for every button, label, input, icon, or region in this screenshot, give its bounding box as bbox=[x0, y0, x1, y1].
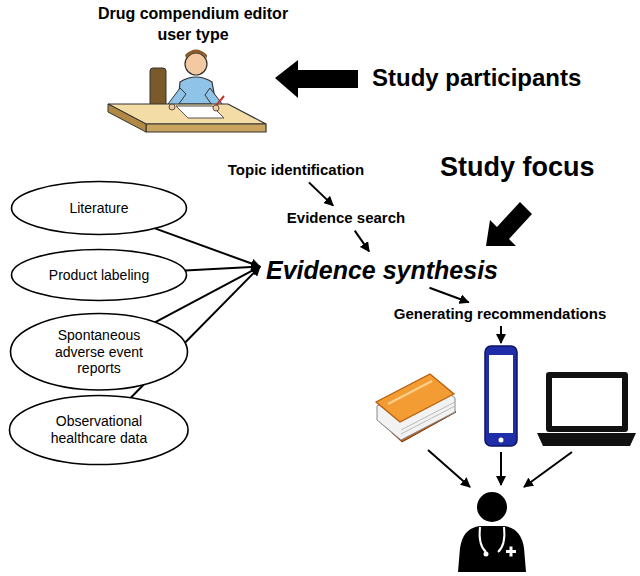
node-text: Spontaneous adverse event reports bbox=[44, 327, 154, 377]
pointer-arrow bbox=[275, 60, 358, 98]
focus-step-text: Evidence synthesis bbox=[262, 253, 502, 287]
flow-arrow bbox=[309, 182, 333, 205]
node-text: Evidence synthesis bbox=[266, 255, 498, 285]
doctor-icon bbox=[458, 492, 526, 572]
callout-label: Study focus bbox=[440, 150, 630, 185]
node-text: Topic identification bbox=[228, 161, 364, 179]
node-text: Product labeling bbox=[49, 267, 149, 284]
editor-icon bbox=[108, 50, 266, 133]
node-text: Generating recommendations bbox=[394, 305, 607, 323]
node-text: Evidence search bbox=[287, 209, 405, 227]
flow-arrow bbox=[429, 288, 468, 303]
node-text: Literature bbox=[69, 200, 128, 217]
source-oval: Literature bbox=[10, 180, 188, 236]
source-oval: Spontaneous adverse event reports bbox=[9, 312, 189, 392]
node-text: Observational healthcare data bbox=[40, 413, 158, 447]
source-oval: Product labeling bbox=[10, 248, 188, 302]
flow-arrow bbox=[185, 267, 260, 271]
pointer-arrow bbox=[486, 202, 532, 246]
step-text: Evidence search bbox=[283, 207, 409, 229]
laptop-icon bbox=[537, 372, 636, 446]
flow-arrow bbox=[428, 326, 572, 487]
source-oval: Observational healthcare data bbox=[8, 394, 190, 466]
step-text: Topic identification bbox=[224, 159, 368, 181]
participant-label: Drug compendium editor user type bbox=[88, 4, 298, 46]
callout-label: Study participants bbox=[372, 62, 634, 93]
phone-icon bbox=[485, 346, 517, 446]
step-text: Generating recommendations bbox=[390, 303, 611, 325]
book-icon bbox=[376, 374, 456, 442]
flow-arrow bbox=[355, 231, 369, 252]
